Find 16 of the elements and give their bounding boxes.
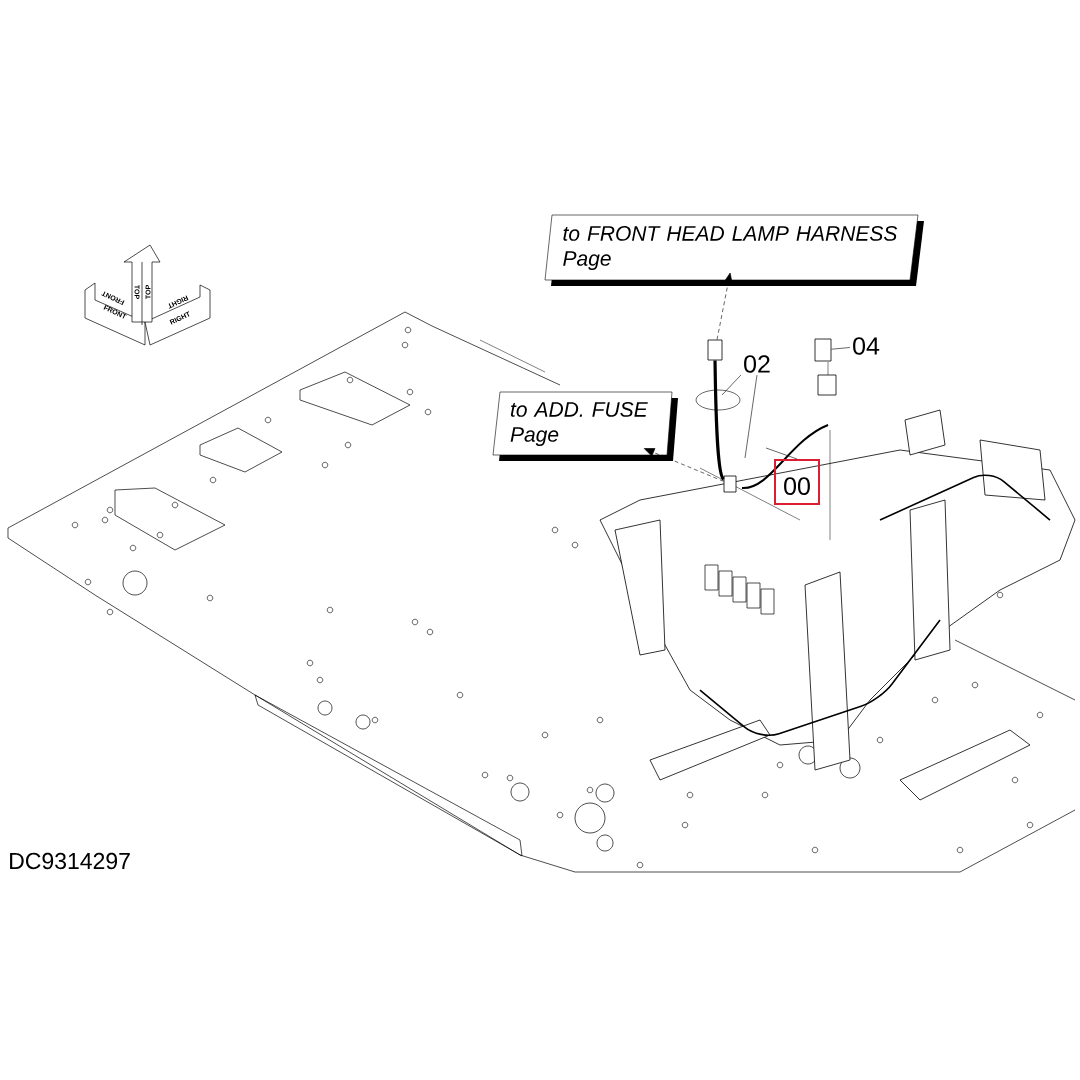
relay — [814, 338, 832, 362]
callout-box: to ADD. FUSE Page — [492, 391, 678, 461]
arrow — [643, 448, 724, 482]
arrow — [716, 272, 733, 340]
leader-line — [831, 347, 851, 350]
leader-line — [721, 374, 742, 396]
leader-line — [744, 374, 758, 459]
wire — [713, 360, 725, 481]
drawing-number: DC9314297 — [10, 852, 130, 870]
leader-line — [765, 447, 798, 460]
connector — [707, 339, 723, 361]
connector — [723, 475, 737, 493]
callout-number: 00 — [774, 459, 820, 505]
callout-number: 04 — [853, 337, 880, 355]
callout-number: 02 — [744, 355, 770, 373]
callout-box: to FRONT HEAD LAMP HARNESS Page — [544, 214, 924, 286]
